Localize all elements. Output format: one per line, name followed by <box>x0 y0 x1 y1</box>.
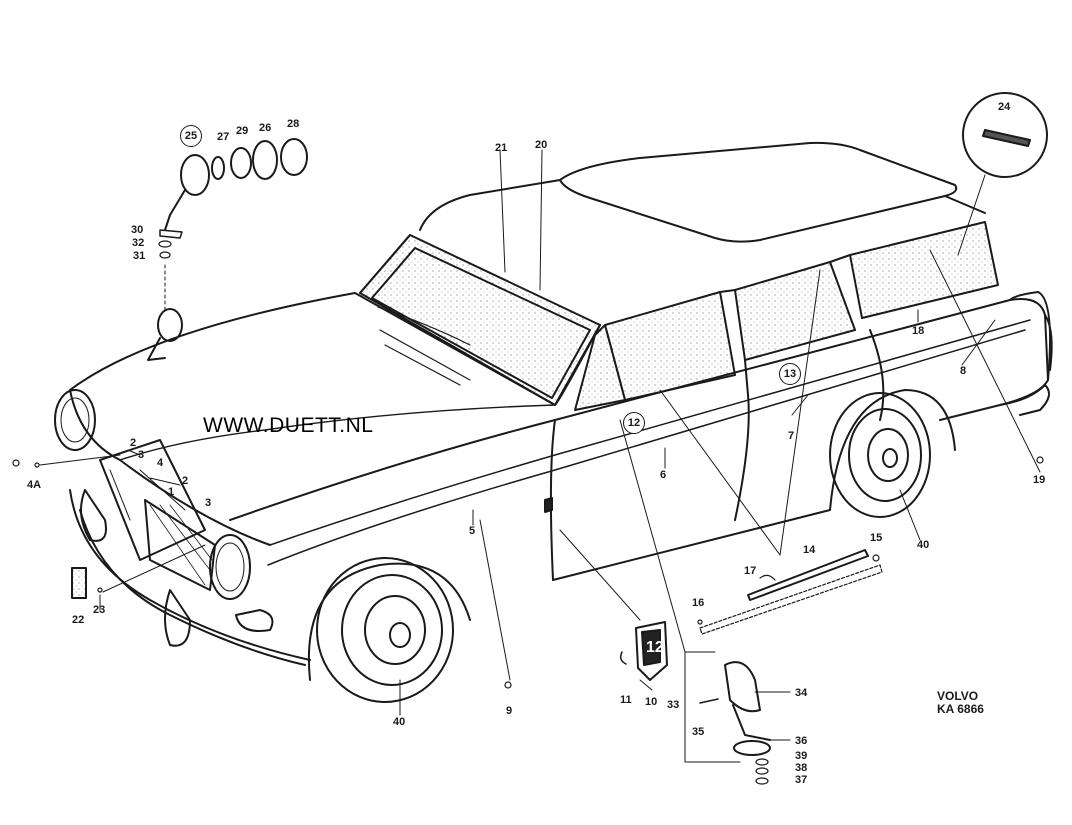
callout-12: 12 <box>623 412 645 434</box>
emblem-numeral: 12 <box>646 639 664 656</box>
callout-13: 13 <box>779 363 801 385</box>
callout-16: 16 <box>692 597 705 609</box>
callout-28: 28 <box>287 118 300 130</box>
callout-3: 3 <box>138 449 145 461</box>
callout-1: 1 <box>168 486 175 498</box>
callout-40: 40 <box>393 716 406 728</box>
exterior-mirror-lower <box>699 661 771 785</box>
leader-lines <box>39 149 1041 763</box>
fender-emblem <box>544 497 668 681</box>
callout-9: 9 <box>506 705 513 717</box>
callout-3: 3 <box>205 497 212 509</box>
callout-33: 33 <box>667 699 680 711</box>
callout-17: 17 <box>744 565 757 577</box>
watermark-url: WWW.DUETT.NL <box>203 414 374 437</box>
callout-7: 7 <box>788 430 795 442</box>
callout-5: 5 <box>469 525 476 537</box>
trim-strip <box>699 549 883 635</box>
callout-21: 21 <box>495 142 508 154</box>
roof <box>419 141 986 243</box>
callout-37: 37 <box>795 774 808 786</box>
callout-27: 27 <box>217 131 230 143</box>
callout-14: 14 <box>803 544 816 556</box>
callout-35: 35 <box>692 726 705 738</box>
callout-23: 23 <box>93 604 106 616</box>
badge-24-detail <box>957 92 1048 256</box>
callout-22: 22 <box>72 614 85 626</box>
callout-8: 8 <box>960 365 967 377</box>
callout-24: 24 <box>998 101 1011 113</box>
callout-4: 4 <box>157 457 164 469</box>
diagram-ref: KA 6866 <box>937 702 984 716</box>
callout-10: 10 <box>645 696 658 708</box>
callout-32: 32 <box>132 237 145 249</box>
callout-31: 31 <box>133 250 146 262</box>
callout-2: 2 <box>182 475 189 487</box>
callout-6: 6 <box>660 469 667 481</box>
callout-4a: 4A <box>27 479 42 491</box>
callout-19: 19 <box>1033 474 1046 486</box>
callout-40: 40 <box>917 539 930 551</box>
callout-34: 34 <box>795 687 808 699</box>
callout-18: 18 <box>912 325 925 337</box>
callout-36: 36 <box>795 735 808 747</box>
callout-30: 30 <box>131 224 144 236</box>
callout-20: 20 <box>535 139 548 151</box>
diagram-code: VOLVO KA 6866 <box>937 690 984 716</box>
callout-11: 11 <box>620 694 632 706</box>
callout-26: 26 <box>259 122 272 134</box>
callout-29: 29 <box>236 125 249 137</box>
hood-front <box>69 292 556 591</box>
diagram-make: VOLVO <box>937 689 979 703</box>
callout-38: 38 <box>795 762 808 774</box>
body-side <box>267 291 1053 581</box>
callout-25: 25 <box>180 125 202 147</box>
front-wheel <box>307 557 471 703</box>
grille-badge-22 <box>71 567 87 599</box>
callout-2: 2 <box>130 437 137 449</box>
mirror-assembly-top <box>147 138 308 361</box>
headlights <box>54 389 251 600</box>
windshield <box>359 234 601 406</box>
rear-wheel <box>829 389 956 518</box>
small-fasteners <box>12 456 1044 689</box>
callout-15: 15 <box>870 532 883 544</box>
callout-39: 39 <box>795 750 808 762</box>
front-bumper <box>69 489 311 666</box>
